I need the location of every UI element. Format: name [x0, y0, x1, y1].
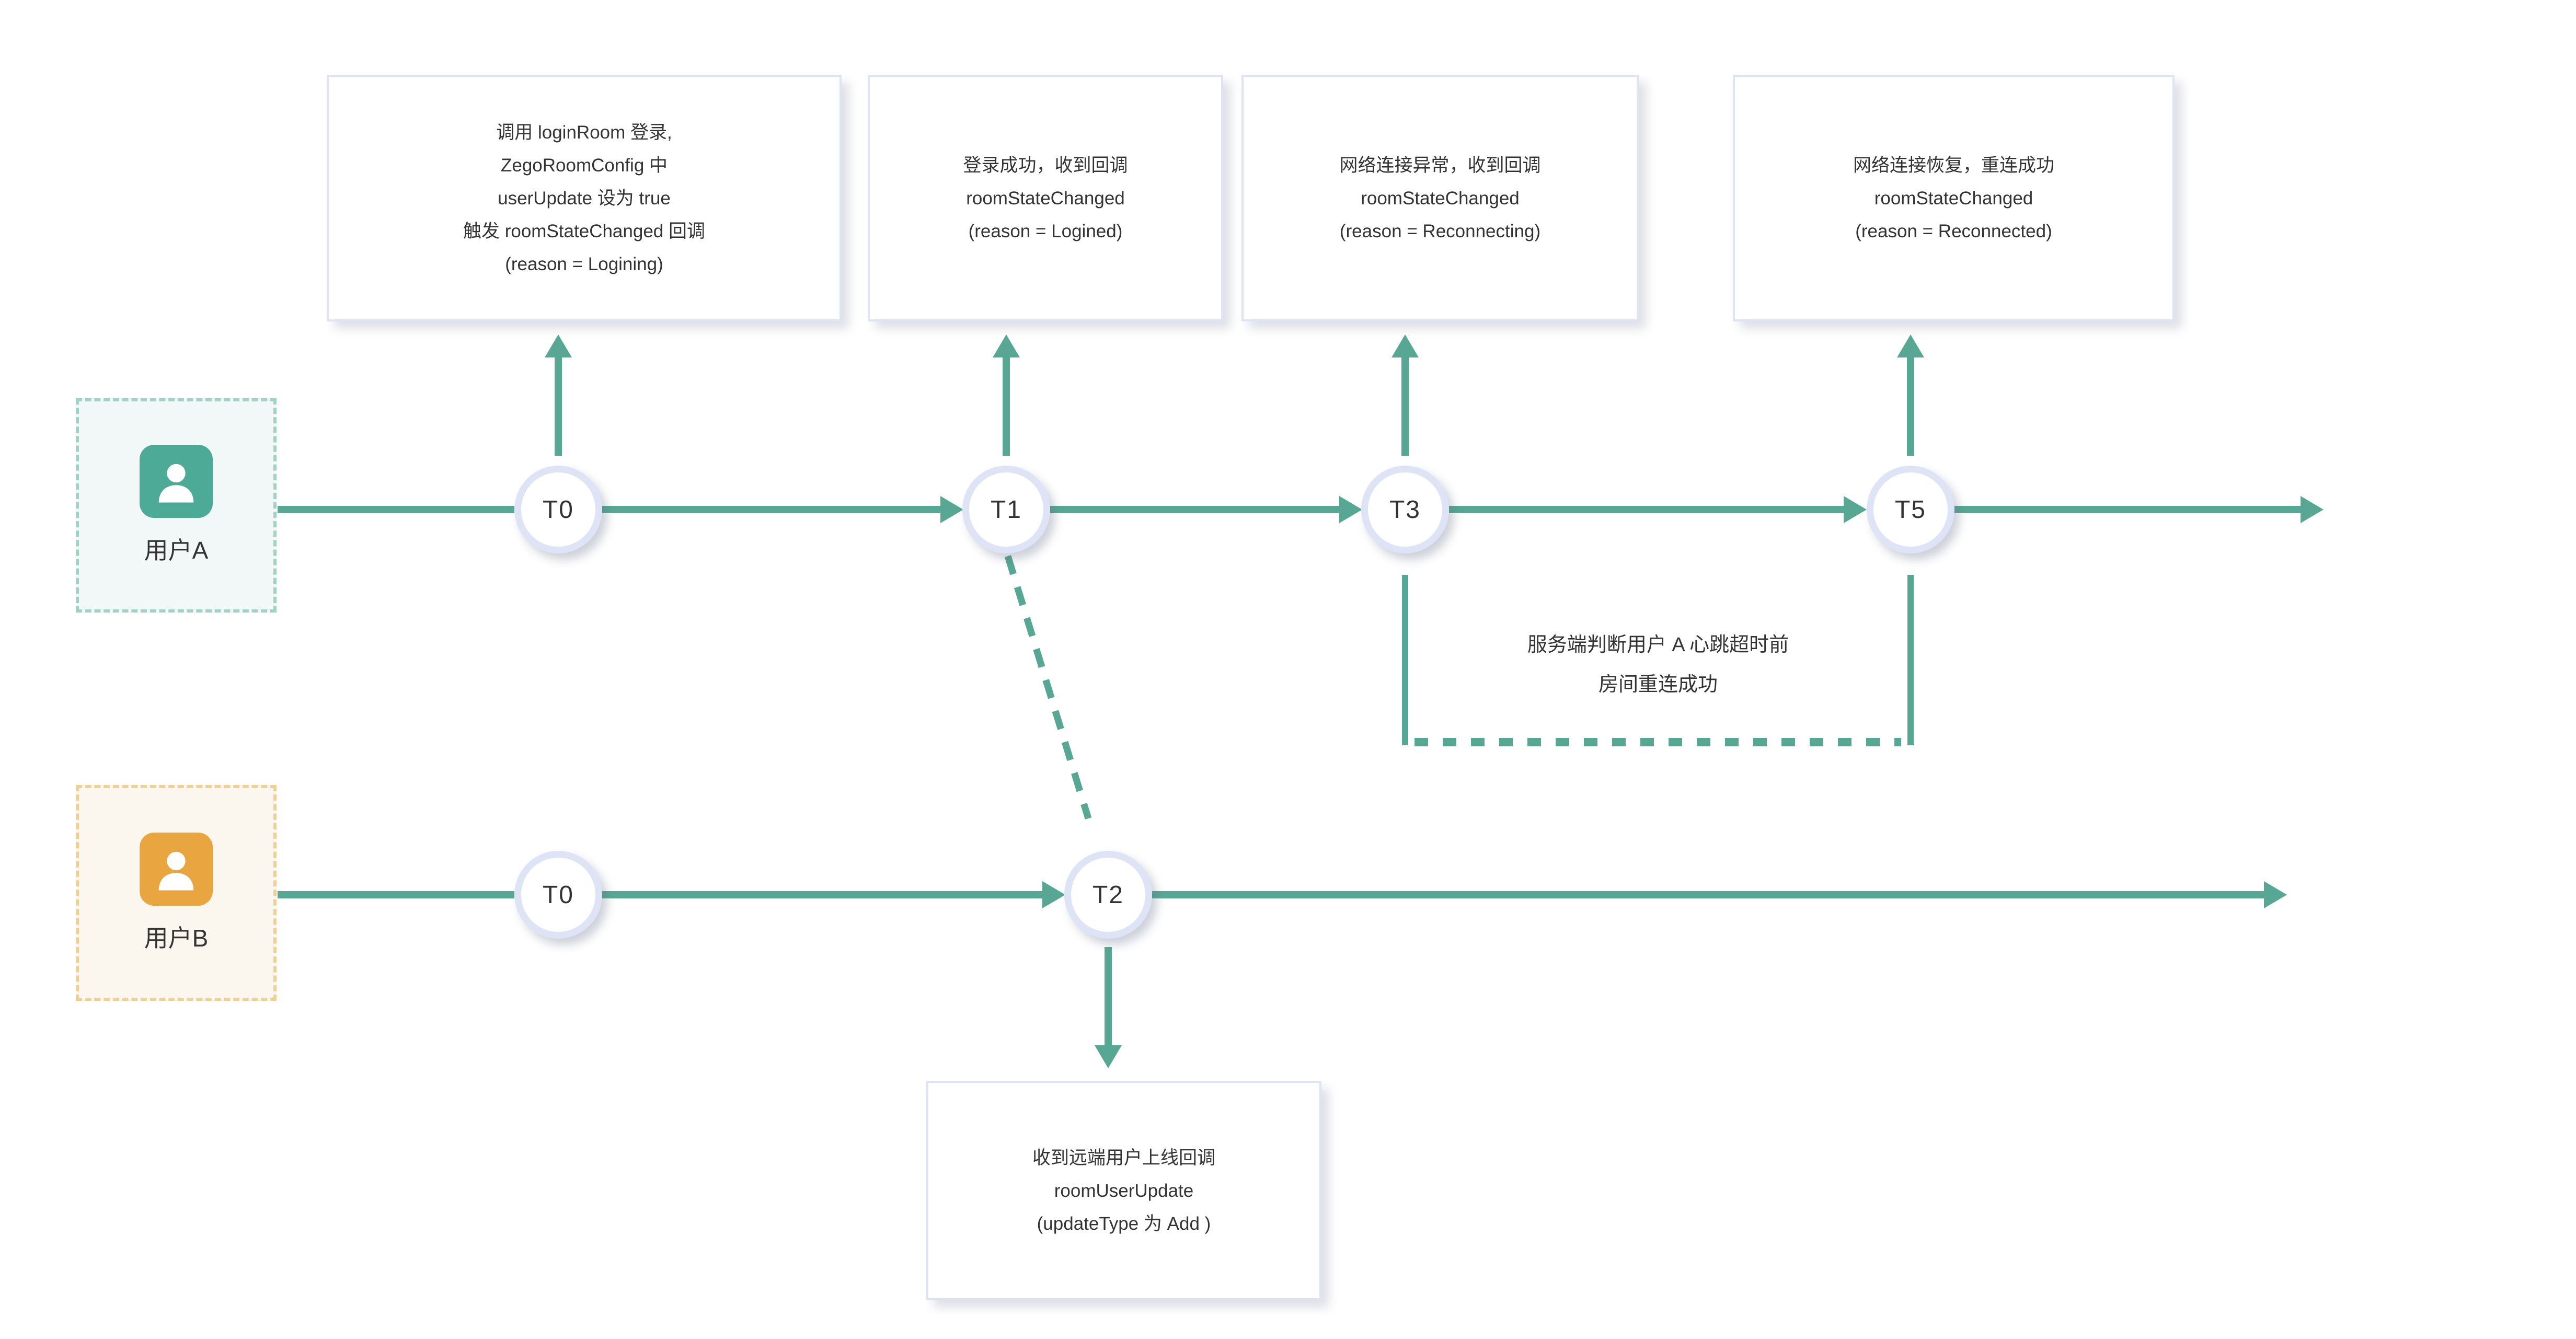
timeline-a-end-arrowhead [2301, 496, 2324, 523]
user-a-box: 用户A [76, 398, 277, 613]
timeline-a-node-t0: T0 [514, 466, 602, 553]
timeline-a-node-t5-label: T5 [1894, 495, 1926, 524]
dashed-link-t1-t2 [1004, 555, 1092, 819]
user-a-avatar-icon [140, 445, 213, 518]
heartbeat-annotation-text: 服务端判断用户 A 心跳超时前 房间重连成功 [1527, 634, 1789, 696]
timeline-b-node-t2-label: T2 [1092, 881, 1124, 909]
callout-remote-user-online-text: 收到远端用户上线回调 roomUserUpdate (updateType 为 … [1032, 1147, 1215, 1234]
up-arrowhead-t5 [1897, 334, 1924, 357]
callout-login-start: 调用 loginRoom 登录, ZegoRoomConfig 中 userUp… [327, 75, 842, 321]
timeline-a-node-t5: T5 [1867, 466, 1954, 553]
arrowhead-into-t2 [1042, 881, 1065, 908]
timeline-a-node-t3: T3 [1361, 466, 1449, 553]
up-arrowhead-t3 [1392, 334, 1419, 357]
timeline-b-node-t0: T0 [514, 851, 602, 939]
timeline-b-node-t0-label: T0 [542, 881, 574, 909]
timeline-a-node-t1: T1 [962, 466, 1050, 553]
callout-login-success-text: 登录成功，收到回调 roomStateChanged (reason = Log… [963, 155, 1128, 241]
up-arrowhead-t1 [993, 334, 1020, 357]
user-b-avatar-icon [140, 832, 213, 906]
heartbeat-annotation: 服务端判断用户 A 心跳超时前 房间重连成功 [1344, 625, 1972, 705]
callout-reconnected: 网络连接恢复，重连成功 roomStateChanged (reason = R… [1733, 75, 2175, 321]
arrowhead-into-t5 [1844, 496, 1867, 523]
user-b-box: 用户B [76, 785, 277, 1001]
user-b-label: 用户B [144, 924, 209, 952]
callout-reconnecting: 网络连接异常，收到回调 roomStateChanged (reason = R… [1241, 75, 1639, 321]
arrowhead-into-t3 [1339, 496, 1362, 523]
user-a-label: 用户A [144, 537, 209, 564]
timeline-b-end-arrowhead [2264, 881, 2287, 908]
callout-reconnected-text: 网络连接恢复，重连成功 roomStateChanged (reason = R… [1853, 155, 2054, 241]
timeline-a-node-t1-label: T1 [990, 495, 1022, 524]
up-arrowhead-t0 [545, 334, 572, 357]
timeline-a-node-t0-label: T0 [542, 495, 574, 524]
timeline-a-node-t3-label: T3 [1389, 495, 1421, 524]
arrowhead-into-t1 [940, 496, 963, 523]
timeline-b-node-t2: T2 [1064, 851, 1152, 939]
callout-reconnecting-text: 网络连接异常，收到回调 roomStateChanged (reason = R… [1339, 155, 1541, 241]
callout-login-success: 登录成功，收到回调 roomStateChanged (reason = Log… [868, 75, 1223, 321]
callout-login-start-text: 调用 loginRoom 登录, ZegoRoomConfig 中 userUp… [463, 122, 705, 274]
down-arrowhead-t2 [1095, 1045, 1122, 1068]
callout-remote-user-online: 收到远端用户上线回调 roomUserUpdate (updateType 为 … [926, 1081, 1321, 1300]
